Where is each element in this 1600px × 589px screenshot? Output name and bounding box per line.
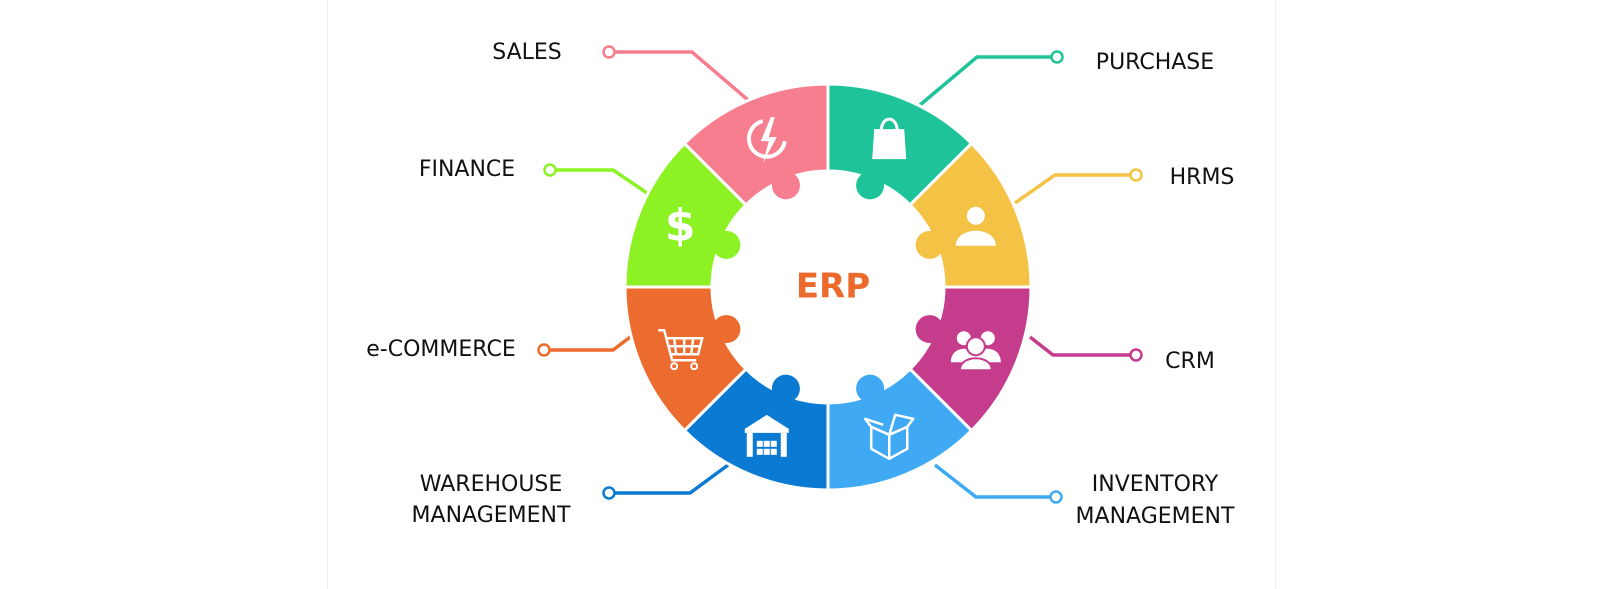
puzzle-knob [915,230,944,259]
user-icon [955,206,996,246]
puzzle-knob [856,374,885,403]
puzzle-knob [856,171,885,200]
connector-dot [1129,348,1143,362]
segment-label: CRM [1165,349,1215,374]
puzzle-knob [771,171,800,200]
warehouse-icon [744,414,789,457]
left-divider [327,0,328,589]
connector-dot [1049,490,1063,504]
connector-line [1013,173,1136,205]
segment-label: SALES [492,40,562,65]
dollar-icon: $ [665,200,696,251]
connector-dot [543,163,557,177]
connector-dot [602,486,616,500]
connector-line [609,50,750,102]
connector-dot [1050,50,1064,64]
lightning-icon [746,117,787,164]
segment-label: HRMS [1170,165,1235,190]
connector-line [918,55,1057,107]
svg-text:$: $ [665,200,696,251]
connector-line [933,463,1056,499]
connector-dot [1129,168,1143,182]
segment-hrms [907,141,1033,289]
puzzle-knob [915,315,944,344]
connector-line [1028,335,1136,357]
segment-label: INVENTORY [1092,472,1219,497]
segment-label: PURCHASE [1096,50,1214,75]
connector-dot [537,343,551,357]
segment-label: FINANCE [419,157,515,182]
puzzle-knob [712,315,741,344]
right-divider [1275,0,1276,589]
shopping-cart-icon [658,328,704,371]
open-box-icon [863,413,915,461]
segment-finance: $ [623,141,749,289]
segment-sales [682,82,830,208]
segment-warehouse-management [682,366,830,492]
users-group-icon [950,331,1001,372]
connector-line [609,463,730,495]
center-label: ERP [796,267,870,307]
shopping-bag-icon [872,117,907,160]
puzzle-knob [712,230,741,259]
connector-line [550,168,651,197]
segment-label: e-COMMERCE [366,337,515,362]
segment-e-commerce [623,285,749,433]
segment-label: MANAGEMENT [1076,504,1235,529]
connector-dot [602,45,616,59]
segment-label: MANAGEMENT [412,503,571,528]
puzzle-knob [771,374,800,403]
segment-label: WAREHOUSE [420,472,563,497]
segment-purchase [826,82,974,208]
connector-line [544,333,635,352]
